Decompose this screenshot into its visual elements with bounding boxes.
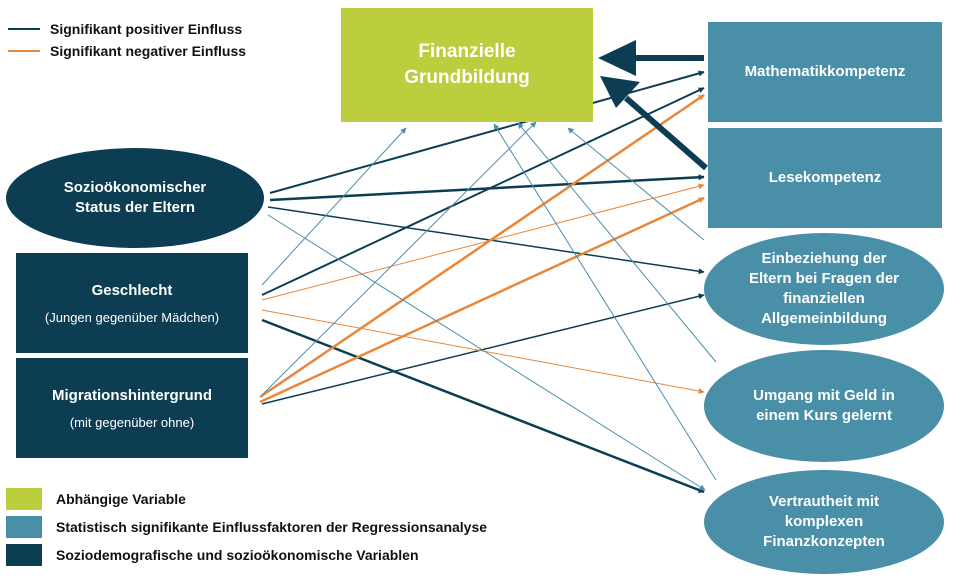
legend-negative-line [8, 50, 40, 52]
edge-status-einbeziehung [267, 206, 705, 275]
thick-arrowhead-lese [600, 76, 640, 108]
node-umgang-title: Umgang mit Geld in einem Kurs gelernt [753, 386, 895, 424]
edge-einbeziehung-finanzielle [567, 127, 705, 241]
edge-status-lese [269, 174, 705, 202]
legend-socio-label: Soziodemografische und sozioökonomische … [56, 547, 419, 563]
legend-dependent-label: Abhängige Variable [56, 491, 186, 507]
node-finanzielle-grundbildung: Finanzielle Grundbildung [341, 8, 593, 122]
node-geschlecht-title: Geschlecht [91, 282, 173, 300]
legend-socio-swatch [6, 544, 42, 566]
thick-arrow-lese-finanzielle [624, 95, 708, 171]
edge-migration-einbeziehung [261, 293, 705, 405]
legend-socio: Soziodemografische und sozioökonomische … [6, 541, 487, 569]
edge-migration-finanzielle [261, 121, 537, 396]
legend-significant-label: Statistisch signifikante Einflussfaktore… [56, 519, 488, 535]
node-migrationshintergrund: Migrationshintergrund (mit gegenüber ohn… [16, 358, 248, 458]
node-geschlecht: Geschlecht (Jungen gegenüber Mädchen) [16, 253, 248, 353]
edge-umgang-finanzielle [517, 122, 717, 363]
legend-significant-swatch [6, 516, 42, 538]
node-status-title: Sozioökonomischer Status der Eltern [63, 178, 207, 216]
edge-geschlecht-lese [261, 183, 705, 301]
edge-migration-lese [259, 196, 705, 404]
edge-status-mathe [269, 70, 705, 194]
thick-arrowhead-mathe [598, 40, 636, 76]
line-legend: Signifikant positiver Einfluss Signifika… [8, 18, 246, 62]
node-lese-title: Lesekompetenz [768, 168, 882, 186]
node-mathe-title: Mathematikkompetenz [744, 62, 906, 80]
node-soziooekonomischer-status: Sozioökonomischer Status der Eltern [6, 148, 264, 248]
edge-migration-mathe [259, 93, 705, 399]
legend-positive-line [8, 28, 40, 30]
edge-vertrautheit-finanzielle [493, 123, 717, 481]
node-lesekompetenz: Lesekompetenz [708, 128, 942, 228]
node-migration-title: Migrationshintergrund [52, 387, 212, 405]
node-einbeziehung: Einbeziehung der Eltern bei Fragen der f… [704, 233, 944, 345]
node-geschlecht-subtitle: (Jungen gegenüber Mädchen) [44, 309, 220, 325]
color-legend: Abhängige Variable Statistisch signifika… [6, 485, 487, 569]
node-umgang-mit-geld: Umgang mit Geld in einem Kurs gelernt [704, 350, 944, 462]
node-vertrautheit: Vertrautheit mit komplexen Finanzkonzept… [704, 470, 944, 574]
legend-significant: Statistisch signifikante Einflussfaktore… [6, 513, 487, 541]
legend-negative: Signifikant negativer Einfluss [8, 40, 246, 62]
edge-status-vertrautheit [267, 214, 706, 491]
node-einbeziehung-title: Einbeziehung der Eltern bei Fragen der f… [748, 249, 900, 328]
edge-geschlecht-finanzielle [261, 127, 407, 286]
legend-positive-label: Signifikant positiver Einfluss [50, 21, 243, 37]
legend-positive: Signifikant positiver Einfluss [8, 18, 246, 40]
node-vertrautheit-title: Vertrautheit mit komplexen Finanzkonzept… [763, 492, 885, 551]
legend-dependent-swatch [6, 488, 42, 510]
legend-dependent: Abhängige Variable [6, 485, 487, 513]
edge-geschlecht-vertrautheit [261, 318, 705, 494]
node-migration-subtitle: (mit gegenüber ohne) [69, 414, 195, 430]
node-mathematikkompetenz: Mathematikkompetenz [708, 22, 942, 122]
legend-negative-label: Signifikant negativer Einfluss [50, 43, 247, 59]
node-finanzielle-title: Finanzielle Grundbildung [404, 41, 530, 88]
edge-geschlecht-mathe [261, 87, 705, 296]
edge-geschlecht-umgang [261, 309, 705, 394]
